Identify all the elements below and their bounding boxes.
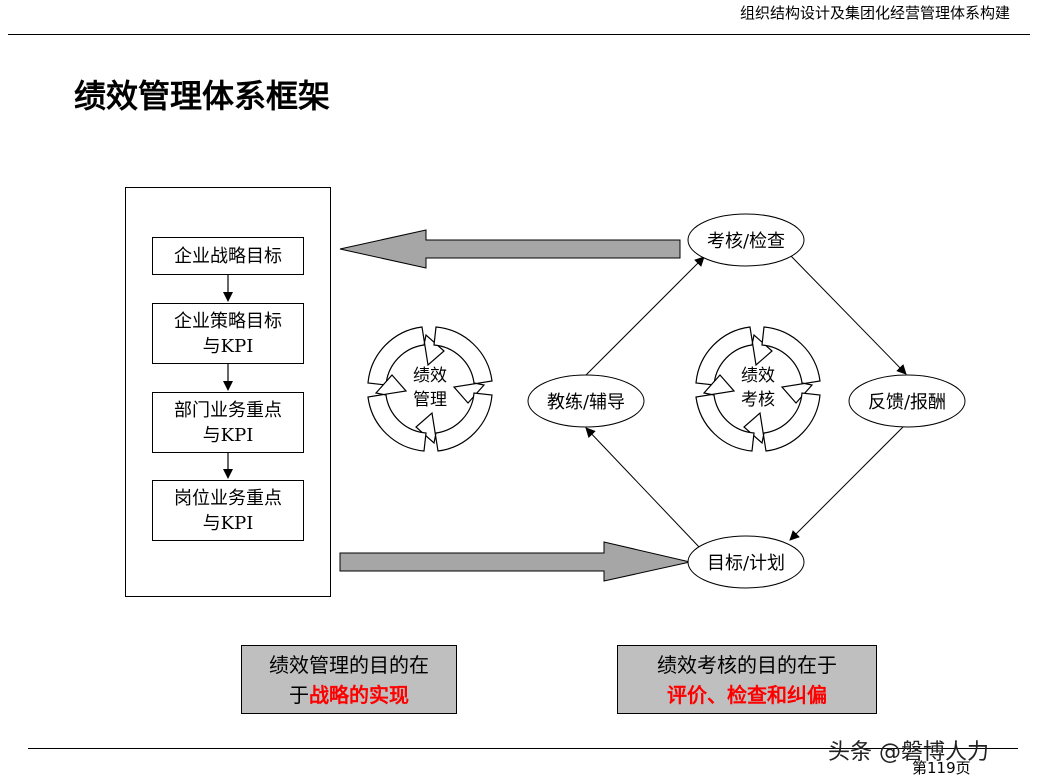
node-top-label: 考核/检查 — [706, 231, 786, 252]
big-arrow-right — [339, 541, 691, 582]
connector-bottom-left — [585, 427, 701, 549]
node-right-ellipse — [848, 374, 966, 428]
step-label: 企业战略目标 — [174, 245, 282, 267]
node-bottom-label: 目标/计划 — [706, 553, 786, 574]
callout-right-line1: 绩效考核的目的在于 — [657, 652, 837, 677]
step-box-tactics: 企业策略目标 与KPI — [152, 303, 304, 364]
strategy-panel — [125, 187, 331, 597]
cycle-arrows-right — [695, 326, 821, 452]
cycle-right-label: 绩效 考核 — [728, 364, 788, 412]
header-divider — [8, 34, 1030, 35]
callout-right-highlight: 评价、检查和纠偏 — [667, 682, 827, 707]
callout-appraisal-purpose: 绩效考核的目的在于 评价、检查和纠偏 — [617, 645, 877, 714]
cycle-left-line1: 绩效 — [413, 366, 447, 386]
connector-top-right — [789, 254, 907, 375]
step-label-kpi: 与KPI — [202, 512, 254, 534]
node-left-ellipse — [527, 374, 645, 428]
footer-divider — [28, 748, 1018, 749]
step-label: 岗位业务重点 — [174, 487, 282, 509]
connector-left-top — [585, 256, 705, 376]
watermark: 头条 @磐博人力 — [828, 740, 989, 765]
cycle-left-label: 绩效 管理 — [400, 364, 460, 412]
step-label: 企业策略目标 — [174, 310, 282, 332]
step-box-strategy: 企业战略目标 — [152, 237, 304, 275]
cycle-right-line1: 绩效 — [741, 366, 775, 386]
header-subtitle: 组织结构设计及集团化经营管理体系构建 — [739, 4, 1010, 22]
node-bottom-ellipse — [687, 535, 805, 589]
step-label-kpi: 与KPI — [202, 424, 254, 446]
cycle-right-line2: 考核 — [741, 390, 775, 410]
step-label: 部门业务重点 — [174, 399, 282, 421]
step-box-position: 岗位业务重点 与KPI — [152, 480, 304, 541]
node-top-ellipse — [687, 213, 805, 267]
callout-left-line1: 绩效管理的目的在 — [269, 652, 429, 677]
node-right-label: 反馈/报酬 — [867, 392, 947, 413]
big-arrow-left — [339, 229, 681, 269]
cycle-left-line2: 管理 — [413, 390, 447, 410]
page-number: 第119页 — [912, 759, 971, 777]
node-left-label: 教练/辅导 — [546, 392, 626, 413]
callout-left-prefix: 于 — [289, 682, 309, 707]
connector-right-bottom — [789, 425, 905, 541]
callout-management-purpose: 绩效管理的目的在 于战略的实现 — [241, 645, 457, 714]
step-box-department: 部门业务重点 与KPI — [152, 392, 304, 453]
page-title: 绩效管理体系框架 — [74, 77, 331, 115]
step-label-kpi: 与KPI — [202, 335, 254, 357]
callout-left-highlight: 战略的实现 — [309, 682, 409, 707]
cycle-arrows-left — [367, 326, 493, 452]
